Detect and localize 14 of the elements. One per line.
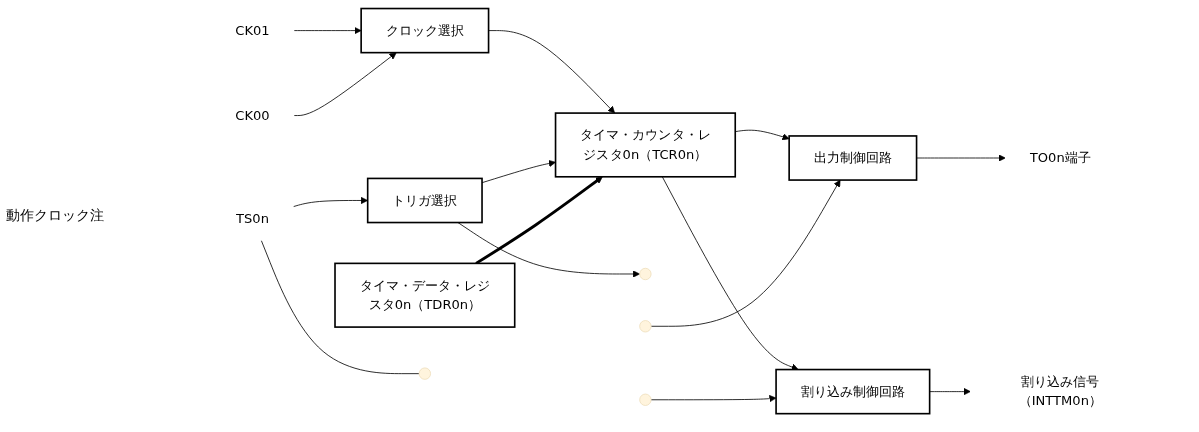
node-box: タイマ・データ・レジスタ0n（TDR0n）	[334, 262, 516, 328]
node-box: 出力制御回路	[788, 135, 918, 181]
arrow	[475, 176, 603, 265]
node-box: タイマ・カウンタ・レジスタ0n（TCR0n）	[554, 112, 737, 178]
node-text: CK00	[235, 107, 270, 123]
node-text: 割り込み信号（INTTM0n）	[1018, 373, 1102, 409]
node-box: トリガ選択	[366, 177, 483, 224]
connector	[260, 240, 420, 375]
note-label: 動作クロック注	[6, 207, 105, 225]
node-box: 割り込み制御回路	[775, 368, 931, 415]
node-text: TS0n	[236, 210, 269, 226]
node-text: CK01	[235, 22, 270, 38]
node-box: クロック選択	[360, 7, 490, 54]
node-text: TO0n端子	[1029, 149, 1091, 166]
